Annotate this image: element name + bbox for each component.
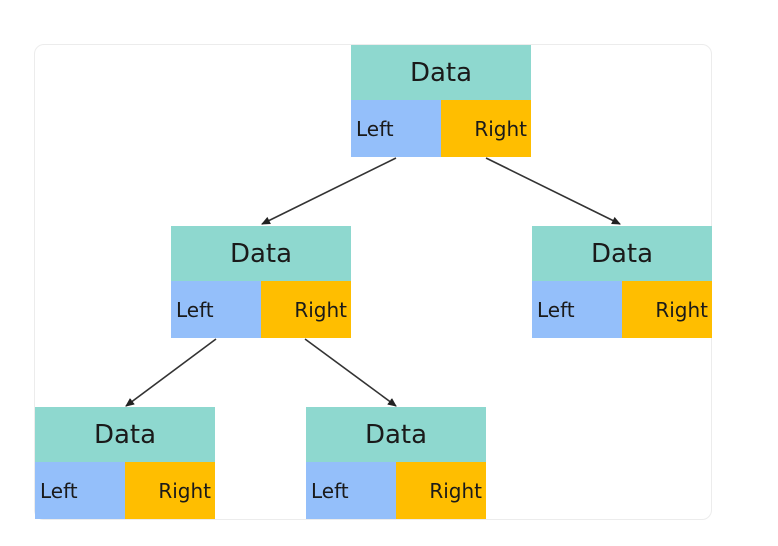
node-data-cell: Data	[35, 407, 215, 462]
node-data-cell: Data	[351, 45, 531, 100]
tree-node-left-left-child: Data Left Right	[35, 407, 215, 519]
node-left-cell: Left	[35, 462, 125, 519]
node-data-cell: Data	[306, 407, 486, 462]
tree-node-root: Data Left Right	[351, 45, 531, 157]
tree-node-right-child: Data Left Right	[532, 226, 712, 338]
node-left-cell: Left	[171, 281, 261, 338]
node-right-cell: Right	[261, 281, 351, 338]
edge-left-to-leftleft	[125, 338, 217, 407]
node-data-cell: Data	[532, 226, 712, 281]
node-right-cell: Right	[622, 281, 712, 338]
node-right-cell: Right	[396, 462, 486, 519]
node-right-cell: Right	[125, 462, 215, 519]
tree-node-left-child: Data Left Right	[171, 226, 351, 338]
node-data-cell: Data	[171, 226, 351, 281]
edge-root-to-left	[261, 157, 397, 225]
tree-node-left-right-child: Data Left Right	[306, 407, 486, 519]
edge-left-to-leftright	[304, 338, 397, 407]
node-left-cell: Left	[532, 281, 622, 338]
node-left-cell: Left	[351, 100, 441, 157]
node-left-cell: Left	[306, 462, 396, 519]
node-right-cell: Right	[441, 100, 531, 157]
edge-root-to-right	[485, 157, 621, 225]
